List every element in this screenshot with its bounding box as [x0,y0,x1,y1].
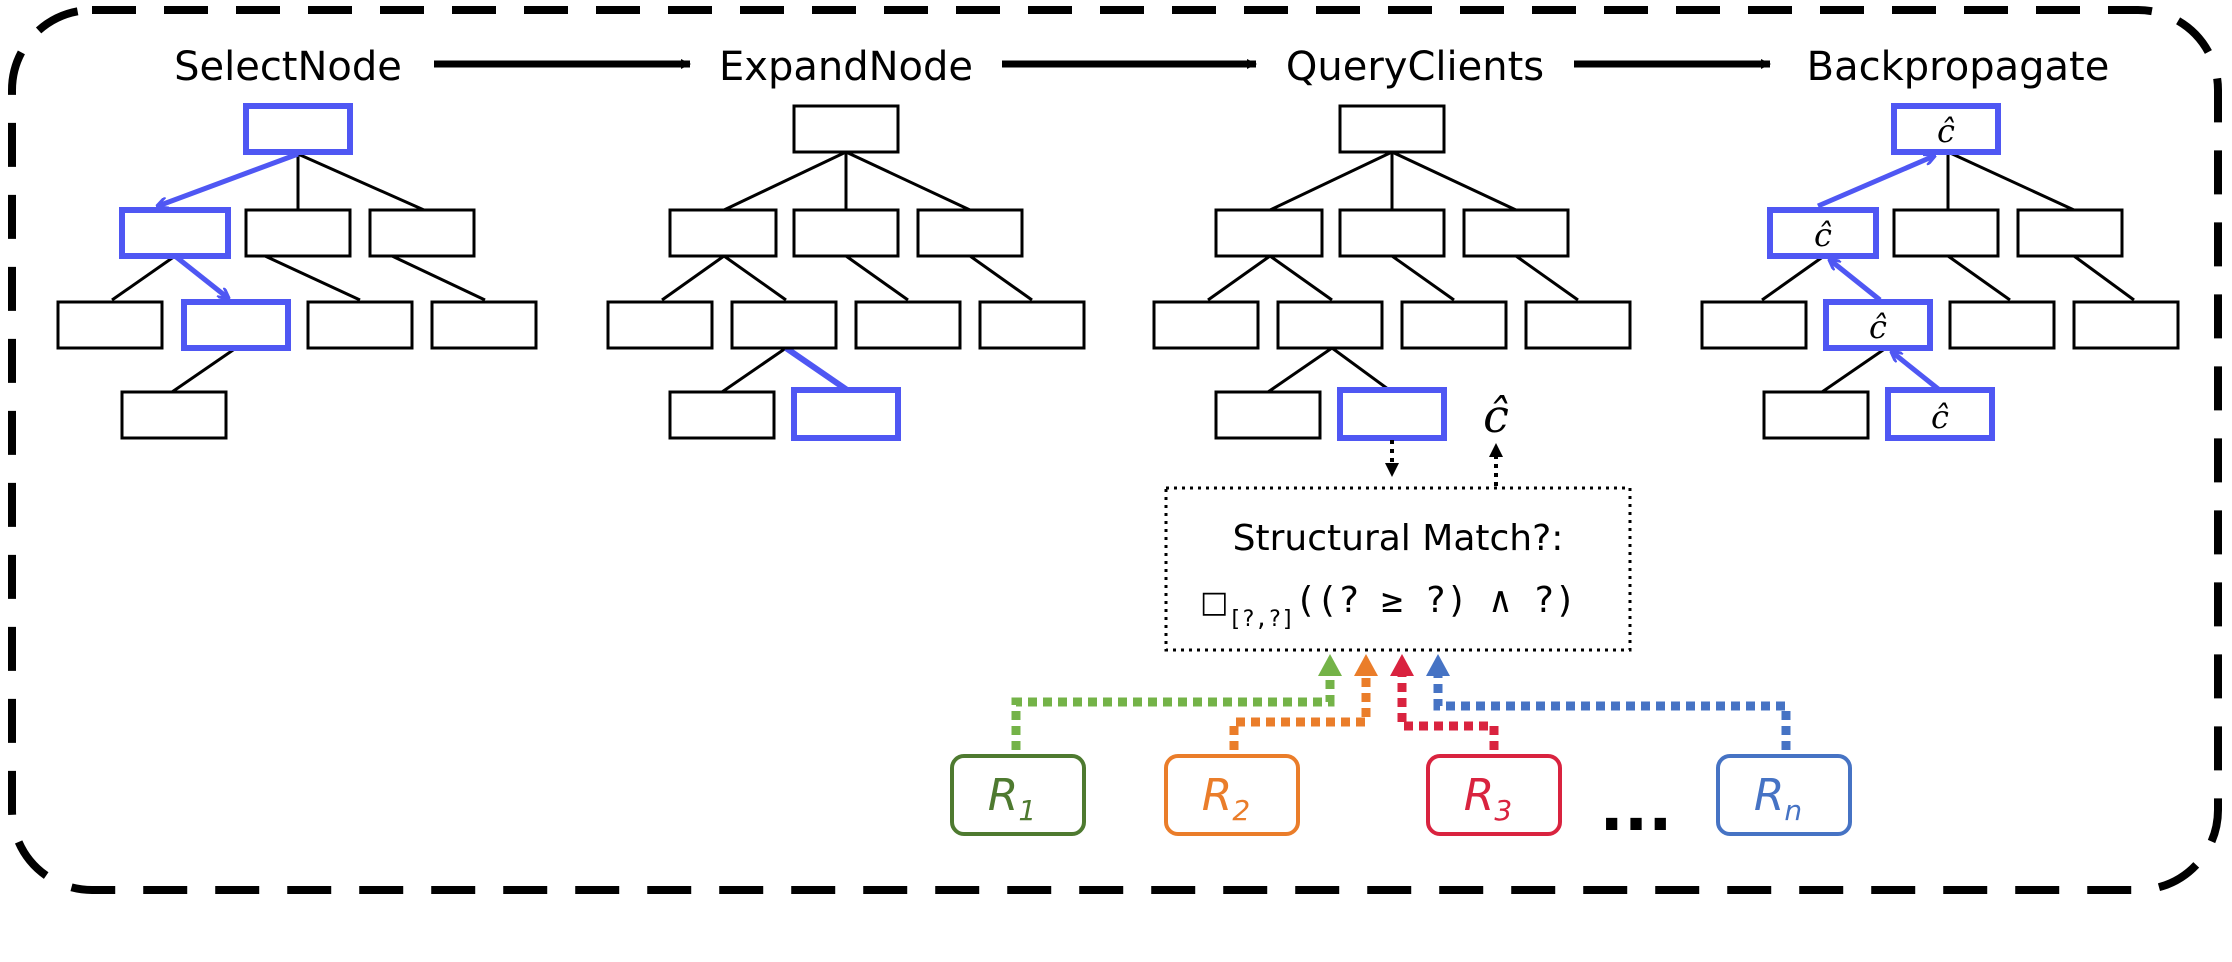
client-r1-sub: 1 [1018,794,1036,827]
tree-node [792,104,900,154]
expand-edge [784,345,852,395]
tree-selectnode [56,103,538,440]
tree-node [1700,300,1808,350]
tree-node [916,208,1024,258]
backprop-path-1 [1817,156,1934,209]
tree-node [730,300,838,350]
client-r2-base: R [1202,770,1233,821]
tree-node [668,208,778,258]
match-formula: □[?,?]((? ≥ ?) ∧ ?) [1200,580,1576,632]
tree-node [368,208,476,258]
formula-operator: □ [1200,585,1228,620]
client-r2-sub: 2 [1232,794,1250,827]
tree-node [1152,300,1260,350]
tree-node [978,300,1086,350]
client-box-r3: R3 [1426,754,1562,836]
svg-text:R1: R1 [988,770,1036,827]
tree-node [1948,300,2056,350]
tree-node [1337,387,1447,441]
select-path-1 [158,151,299,206]
node-c-hat: ĉ [1931,398,1949,436]
tree-node [120,390,228,440]
node-c-hat: ĉ [1814,216,1832,254]
client-r3-sub: 3 [1494,794,1512,827]
svg-text:Rn: Rn [1754,770,1802,827]
stage-title-selectnode: SelectNode [174,44,402,90]
tree-node [1276,300,1384,350]
node-c-hat: ĉ [1937,112,1955,150]
tree-node [1767,207,1879,259]
backprop-path-2 [1830,260,1882,302]
node-c-hat: ĉ [1869,308,1887,346]
tree-node [1892,208,2000,258]
tree-node [1823,299,1933,351]
tree-node [1338,104,1446,154]
client-connectors [1011,654,1791,750]
tree-node [854,300,962,350]
stage-title-queryclients: QueryClients [1286,44,1544,90]
tree-node [430,300,538,350]
tree-node [1462,208,1570,258]
svg-text:R3: R3 [1464,770,1512,827]
client-box-r1: R1 [950,754,1086,836]
select-path-2 [173,254,228,298]
svg-text:R2: R2 [1202,770,1250,827]
tree-queryclients: ĉ [1152,104,1632,486]
client-box-r2: R2 [1164,754,1300,836]
tree-node [792,208,900,258]
tree-node [119,207,231,259]
tree-node [606,300,714,350]
tree-node [1762,390,1870,440]
backprop-path-3 [1892,352,1944,394]
tree-node [1524,300,1632,350]
client-r1-base: R [988,770,1019,821]
tree-node [306,300,414,350]
client-rn-base: R [1754,770,1785,821]
structural-match-box: Structural Match?: □[?,?]((? ≥ ?) ∧ ?) [1164,486,1632,652]
client-r3-base: R [1464,770,1495,821]
tree-node [1891,103,2001,155]
tree-node [181,299,291,351]
clients-ellipsis: ... [1600,772,1673,846]
tree-node [1400,300,1508,350]
client-rn-sub: n [1784,794,1802,827]
stage-title-backpropagate: Backpropagate [1807,44,2110,90]
tree-node [244,208,352,258]
tree-node [56,300,164,350]
tree-node [2072,300,2180,350]
tree-node [1885,387,1995,441]
tree-node [1214,390,1322,440]
tree-node [791,387,901,441]
tree-backpropagate: ĉ ĉ ĉ ĉ [1700,103,2180,441]
query-c-hat: ĉ [1483,389,1509,443]
formula-subscript: [?,?] [1228,607,1294,632]
outer-frame [8,6,2222,894]
match-title: Structural Match?: [1233,518,1564,559]
tree-node [243,103,353,155]
formula-body: ((? ≥ ?) ∧ ?) [1295,580,1577,621]
tree-expandnode [606,104,1086,441]
tree-node [1338,208,1446,258]
stage-title-expandnode: ExpandNode [719,44,973,90]
client-box-rn: Rn [1716,754,1852,836]
tree-node [1214,208,1324,258]
tree-node [668,390,776,440]
tree-node [2016,208,2124,258]
